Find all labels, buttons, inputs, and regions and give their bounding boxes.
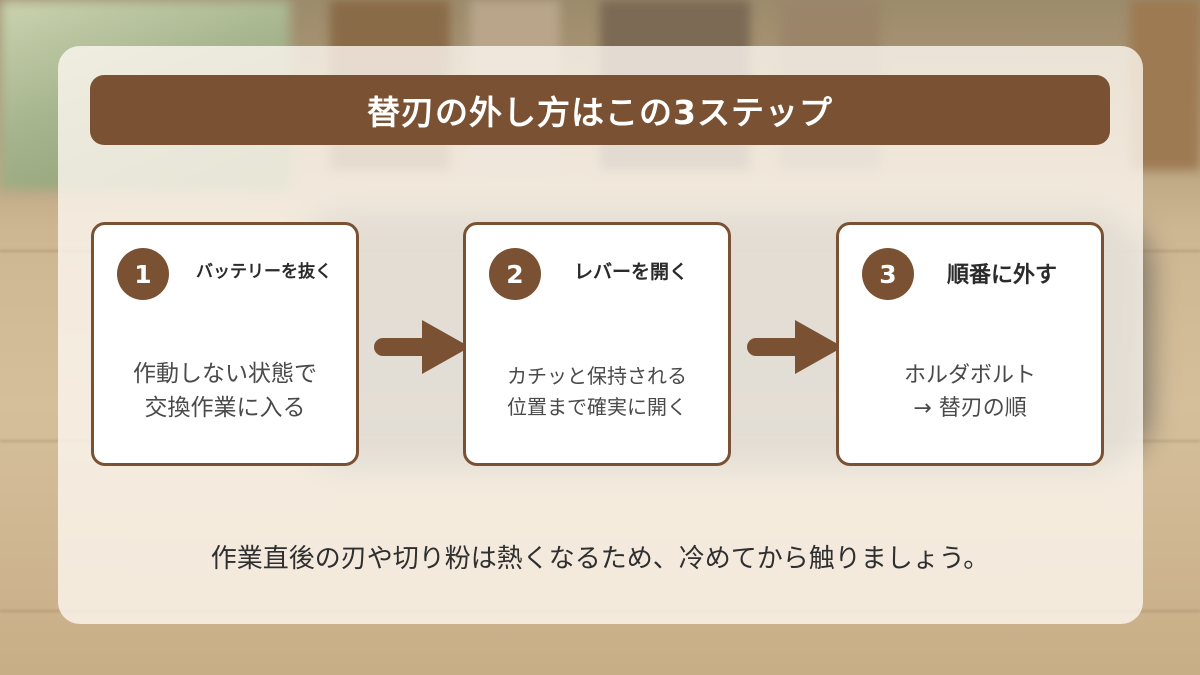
safety-note: 作業直後の刃や切り粉は熱くなるため、冷めてから触りましょう。 <box>210 544 990 574</box>
step-number: 2 <box>489 248 541 300</box>
step-card-2: 2 レバーを開く カチッと保持される 位置まで確実に開く <box>463 222 731 466</box>
step-card-1: 1 バッテリーを抜く 作動しない状態で 交換作業に入る <box>91 222 359 466</box>
step-number: 3 <box>862 248 914 300</box>
step-description: ホルダボルト → 替刃の順 <box>903 363 1036 421</box>
step-description: カチッと保持される 位置まで確実に開く <box>507 364 687 419</box>
step-description: 作動しない状態で 交換作業に入る <box>133 361 317 421</box>
step-heading: 順番に外す <box>947 263 1058 288</box>
step-number: 1 <box>117 248 169 300</box>
page-title: 替刃の外し方はこの3ステップ <box>367 93 833 132</box>
arrow-right-icon <box>374 320 470 374</box>
title-bar: 替刃の外し方はこの3ステップ <box>90 75 1110 145</box>
step-heading: バッテリーを抜く <box>196 262 332 282</box>
step-heading: レバーを開く <box>574 261 689 283</box>
step-card-3: 3 順番に外す ホルダボルト → 替刃の順 <box>836 222 1104 466</box>
arrow-right-icon <box>747 320 843 374</box>
